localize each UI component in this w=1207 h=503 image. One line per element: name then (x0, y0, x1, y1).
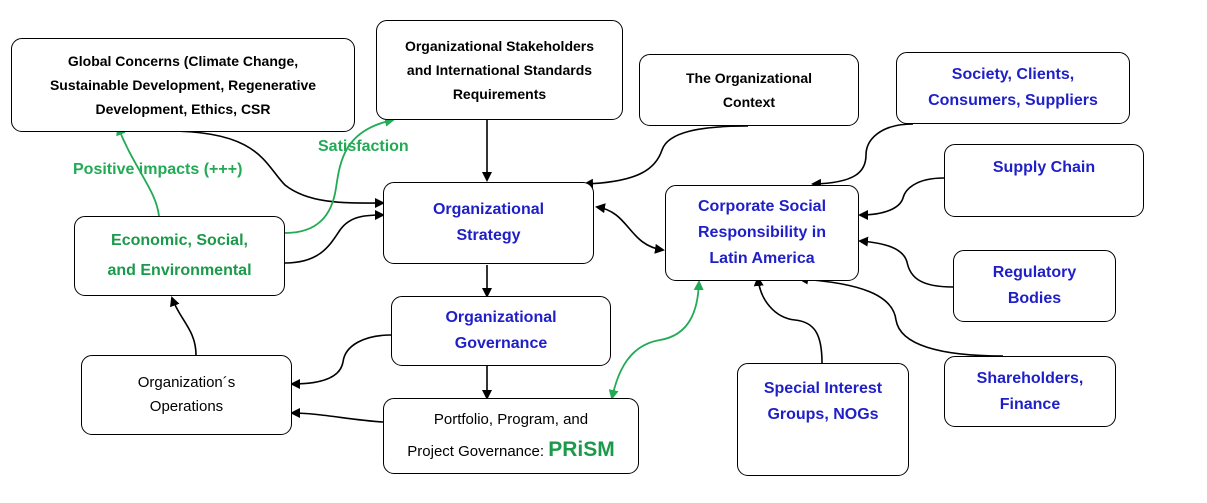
node-society: Society, Clients,Consumers, Suppliers (896, 52, 1130, 124)
portfolio-line1: Portfolio, Program, and (433, 411, 589, 428)
prism-label: PRiSM (548, 438, 615, 461)
arrow-regulatory-to-csr (858, 236, 954, 288)
arrow-supply-to-csr (858, 177, 945, 220)
arrow-positive-impacts (116, 125, 160, 217)
node-portfolio: Portfolio, Program, and Project Governan… (383, 398, 639, 474)
arrow-portfolio-csr (608, 280, 704, 400)
arrow-portfolio-to-operations (290, 408, 384, 423)
arrow-satisfaction (284, 116, 395, 234)
node-supply-chain: Supply Chain (944, 144, 1144, 217)
node-economic: Economic, Social,and Environmental (74, 216, 285, 296)
arrow-governance-to-operations (290, 334, 392, 389)
node-shareholders: Shareholders,Finance (944, 356, 1116, 427)
portfolio-line2: Project Governance: (407, 443, 545, 460)
arrow-economic-to-strategy (284, 210, 385, 264)
arrow-society-to-csr (811, 123, 914, 189)
node-global-concerns: Global Concerns (Climate Change,Sustaina… (11, 38, 355, 132)
arrow-operations-to-economic (170, 296, 197, 356)
arrow-shareholders-to-csr (798, 274, 1004, 357)
arrow-global-to-strategy (167, 130, 385, 209)
label-positive-impacts: Positive impacts (+++) (73, 161, 243, 178)
arrow-strategy-csr (595, 203, 665, 254)
label-satisfaction: Satisfaction (318, 138, 409, 155)
arrow-special-to-csr (753, 276, 823, 364)
arrow-context-to-strategy (583, 125, 749, 189)
